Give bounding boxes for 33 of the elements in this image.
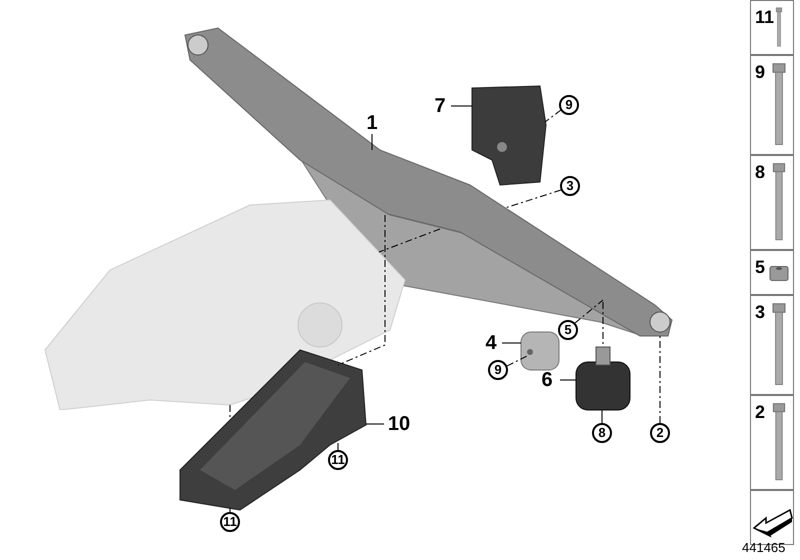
- part-number: 5: [755, 257, 766, 278]
- leader-line: [506, 356, 528, 366]
- callout-number: 9: [488, 360, 508, 380]
- part-panel: [750, 295, 794, 395]
- callout-number: 3: [560, 176, 580, 196]
- leader-line: [378, 228, 440, 252]
- callout-number: 7: [430, 95, 450, 117]
- callout-number: 1: [362, 112, 382, 134]
- callout-number: 8: [592, 423, 612, 443]
- part-number: 9: [755, 62, 766, 83]
- leader-line: [504, 190, 562, 208]
- diagram-number: 441465: [742, 540, 786, 555]
- callout-number: 2: [650, 423, 670, 443]
- callout-number: 11: [328, 450, 348, 470]
- part-panel: [750, 395, 794, 490]
- part-number: 2: [755, 402, 766, 423]
- callout-number: 4: [481, 332, 501, 354]
- callout-number: 6: [537, 369, 557, 391]
- callout-number: 11: [220, 512, 240, 532]
- leader-line: [502, 342, 522, 344]
- part-panel: [750, 0, 794, 55]
- part-panel: [750, 155, 794, 250]
- callout-number: 10: [384, 413, 414, 435]
- part-panel: [750, 55, 794, 155]
- callout-number: 5: [558, 320, 578, 340]
- part-number: 11: [755, 7, 774, 28]
- part-number: 3: [755, 302, 766, 323]
- callout-number: 9: [559, 95, 579, 115]
- part-panel: [750, 250, 794, 295]
- leader-line: [338, 214, 386, 366]
- part-number: 8: [755, 162, 766, 183]
- leader-line: [574, 300, 604, 324]
- leader-line: [544, 110, 562, 122]
